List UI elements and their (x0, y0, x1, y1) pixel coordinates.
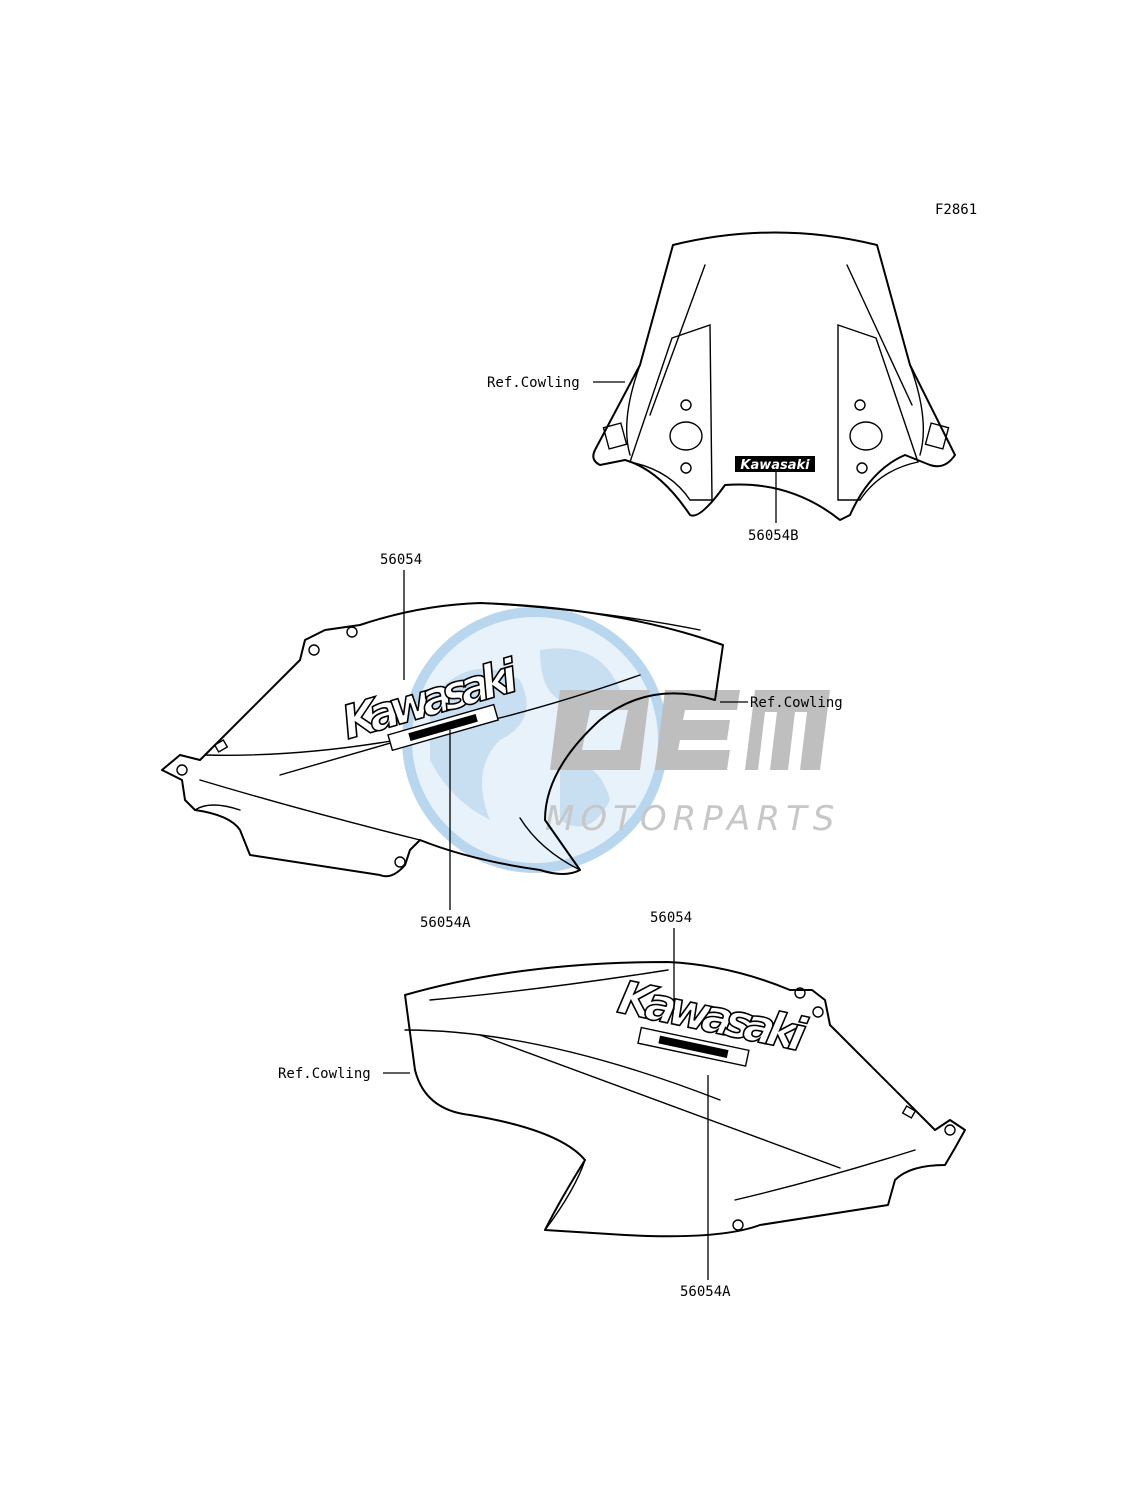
label-ref-cowling-bottom: Ref.Cowling (278, 1066, 371, 1082)
watermark: MOTORPARTS (402, 607, 840, 873)
watermark-subtitle: MOTORPARTS (545, 799, 840, 839)
label-56054A-lower: 56054A (680, 1284, 731, 1300)
windshield-decal: Kawasaki (735, 456, 815, 473)
windshield-decal-text: Kawasaki (740, 458, 810, 473)
windshield: Kawasaki (592, 231, 956, 521)
label-56054-upper: 56054 (380, 552, 422, 568)
lower-side-cowl: Kawasaki (404, 961, 966, 1238)
label-ref-cowling-top: Ref.Cowling (487, 375, 580, 391)
label-56054-lower: 56054 (650, 910, 692, 926)
label-56054B: 56054B (748, 528, 799, 544)
label-ref-cowling-mid: Ref.Cowling (750, 695, 843, 711)
figure-code: F2861 (935, 202, 977, 218)
watermark-brand (550, 690, 830, 770)
label-56054A-upper: 56054A (420, 915, 471, 931)
